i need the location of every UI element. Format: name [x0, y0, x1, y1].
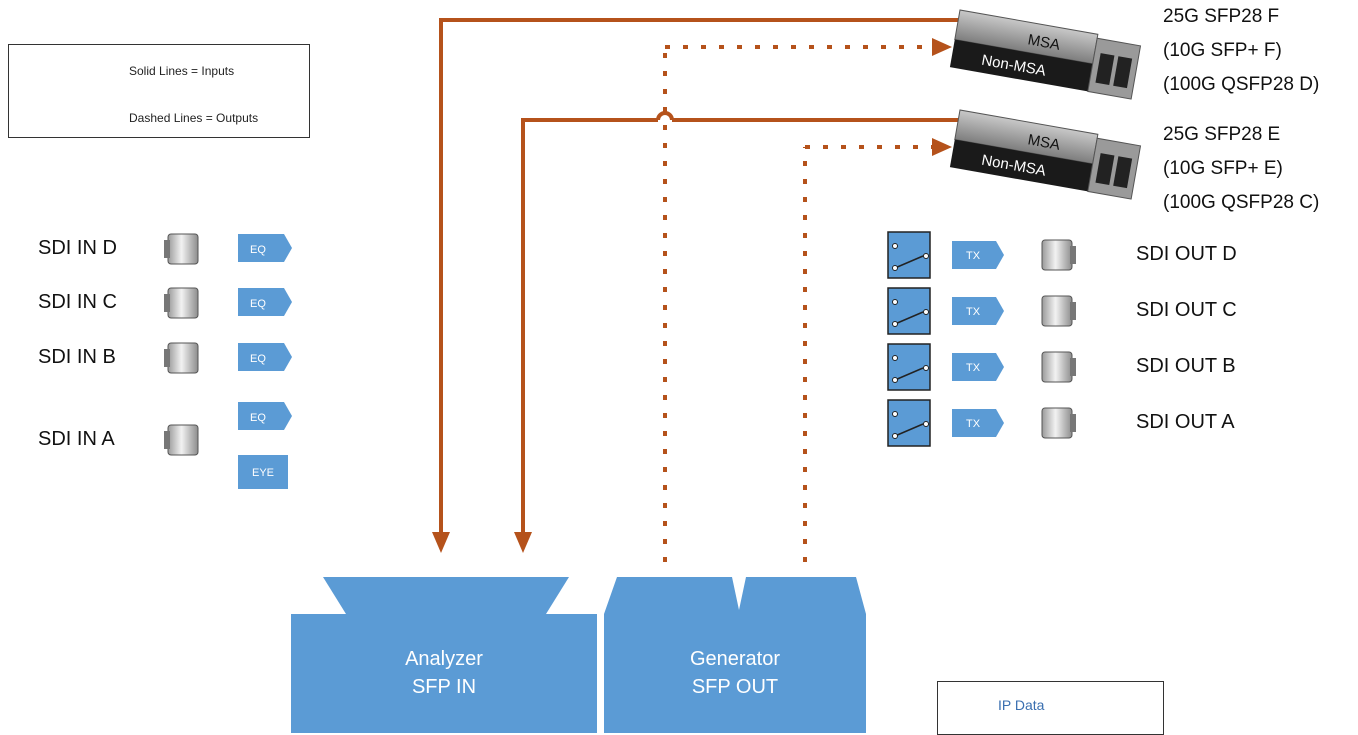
legend-solid-label: Solid Lines = Inputs [129, 64, 235, 78]
eye-block: EYE [238, 455, 288, 489]
tx-label: TX [966, 250, 981, 262]
sfp-module-f: MSA Non-MSA [949, 9, 1142, 100]
sfp-f-labels: 25G SFP28 F (10G SFP+ F) (100G QSFP28 D) [1163, 0, 1319, 102]
sfp-e-label-25g: 25G SFP28 E [1163, 124, 1281, 145]
eq-block-d: EQ [238, 234, 292, 262]
ip-data-box [937, 681, 1164, 735]
sdi-in-connector-d [164, 233, 199, 265]
sfp-f-label-25g: 25G SFP28 F [1163, 6, 1280, 27]
sfp-module-e: MSA Non-MSA [949, 109, 1142, 200]
analyzer-label-line1: Analyzer [405, 648, 483, 670]
generator-label: Generator SFP OUT [604, 645, 866, 701]
arrowhead-sfp-f [932, 38, 952, 56]
sfp-e-label-100g: (100G QSFP28 C) [1163, 192, 1320, 213]
tx-label: TX [966, 306, 981, 318]
sfp-f-msa-label: MSA [1026, 31, 1061, 53]
arrowhead-analyzer-left [432, 532, 450, 553]
eq-block-b: EQ [238, 343, 292, 371]
tx-block-c: TX [952, 297, 1004, 325]
tx-block-d: TX [952, 241, 1004, 269]
sdi-in-a-label: SDI IN A [38, 428, 115, 450]
eq-block-a: EQ [238, 402, 292, 430]
generator-label-line1: Generator [689, 648, 781, 670]
sdi-out-c-label: SDI OUT C [1136, 299, 1237, 321]
eq-label: EQ [250, 298, 266, 310]
analyzer-label-line2: SFP IN [411, 676, 477, 698]
generator-block [604, 577, 866, 733]
eq-label: EQ [250, 353, 266, 365]
analyzer-block [291, 577, 597, 733]
sdi-out-connector-a [1041, 407, 1076, 439]
sfp-e-msa-label: MSA [1026, 131, 1061, 153]
arrowhead-sfp-e [932, 138, 952, 156]
relay-block-c [887, 287, 931, 335]
input-line-f-to-analyzer [439, 18, 958, 535]
relay-block-a [887, 399, 931, 447]
sdi-in-b-label: SDI IN B [38, 346, 116, 368]
sdi-in-connector-b [164, 342, 199, 374]
generator-label-line2: SFP OUT [691, 676, 779, 698]
sdi-out-connector-d [1041, 239, 1076, 271]
sdi-out-connector-c [1041, 295, 1076, 327]
legend-dashed-label: Dashed Lines = Outputs [129, 111, 259, 125]
relay-block-b [887, 343, 931, 391]
tx-block-a: TX [952, 409, 1004, 437]
eq-block-c: EQ [238, 288, 292, 316]
analyzer-label: Analyzer SFP IN [291, 645, 597, 701]
input-line-e-to-analyzer [521, 111, 958, 535]
sfp-f-label-10g: (10G SFP+ F) [1163, 40, 1282, 61]
tx-label: TX [966, 418, 981, 430]
sfp-e-labels: 25G SFP28 E (10G SFP+ E) (100G QSFP28 C) [1163, 118, 1319, 220]
sdi-in-c-label: SDI IN C [38, 291, 117, 313]
eq-label: EQ [250, 412, 266, 424]
sdi-out-d-label: SDI OUT D [1136, 243, 1237, 265]
legend-box: Solid Lines = Inputs Dashed Lines = Outp… [8, 44, 310, 138]
sdi-out-b-label: SDI OUT B [1136, 355, 1236, 377]
ip-data-label: IP Data [998, 697, 1045, 713]
sfp-e-label-10g: (10G SFP+ E) [1163, 158, 1283, 179]
eye-label: EYE [252, 467, 274, 479]
sdi-in-connector-a [164, 424, 199, 456]
sdi-in-d-label: SDI IN D [38, 237, 117, 259]
sdi-out-a-label: SDI OUT A [1136, 411, 1235, 433]
tx-label: TX [966, 362, 981, 374]
sdi-out-connector-b [1041, 351, 1076, 383]
sfp-f-label-100g: (100G QSFP28 D) [1163, 74, 1320, 95]
eq-label: EQ [250, 244, 266, 256]
output-line-generator-to-e [803, 145, 935, 562]
tx-block-b: TX [952, 353, 1004, 381]
arrowhead-analyzer-right [514, 532, 532, 553]
sdi-in-connector-c [164, 287, 199, 319]
relay-block-d [887, 231, 931, 279]
